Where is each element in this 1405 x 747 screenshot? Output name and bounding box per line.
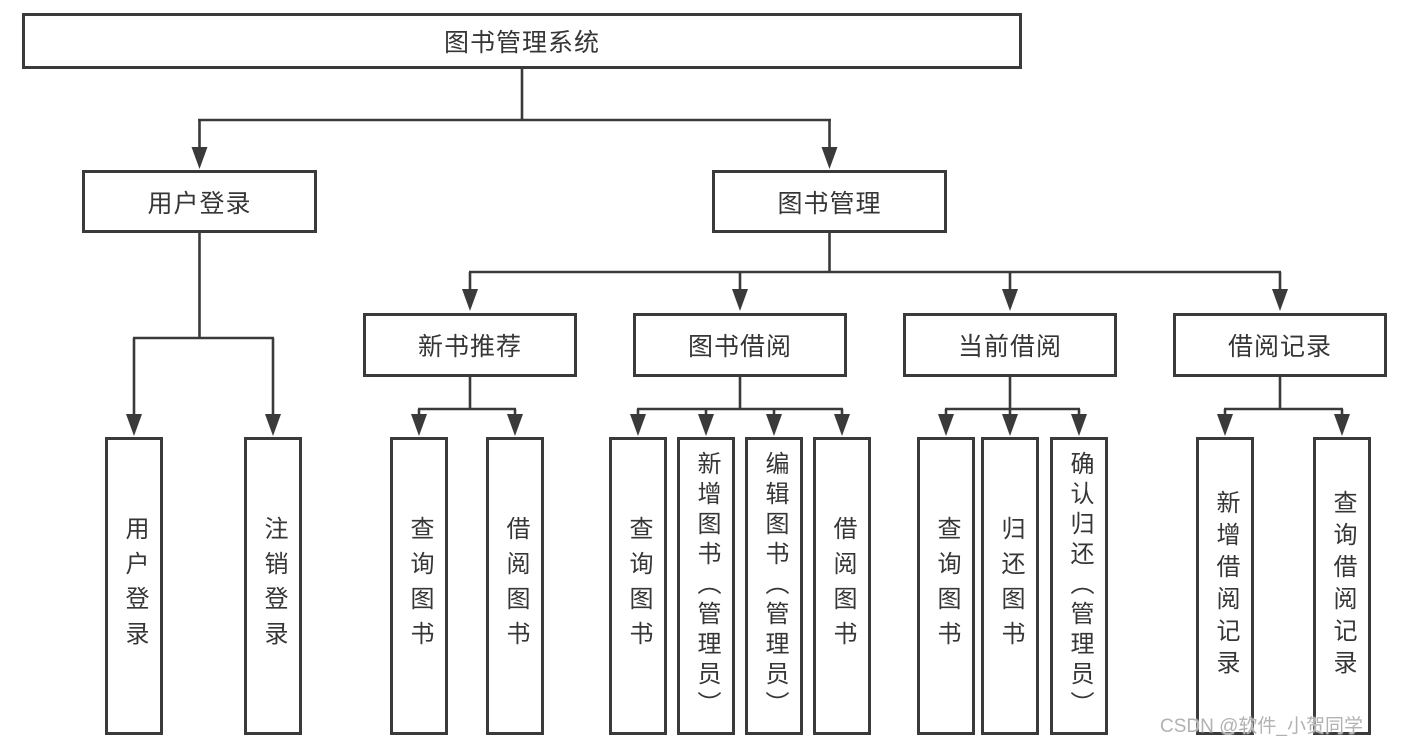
node-current-borrowing-label: 当前借阅 (957, 333, 1062, 361)
watermark: CSDN @软件_小贺同学 (1160, 716, 1363, 737)
leaf-borrow-books-1-label: 借阅图书 (502, 516, 529, 656)
node-book-management: 图书管理 (712, 170, 947, 233)
node-borrowing-records-label: 借阅记录 (1227, 333, 1332, 361)
leaf-borrow-books-1: 借阅图书 (486, 437, 544, 735)
leaf-query-borrowing-record: 查询借阅记录 (1313, 437, 1371, 735)
node-book-borrowing: 图书借阅 (633, 313, 847, 377)
leaf-query-books-1: 查询图书 (390, 437, 448, 735)
leaf-return-books: 归还图书 (981, 437, 1039, 735)
leaf-edit-books-admin-label: 编辑图书（管理员） (761, 451, 788, 721)
leaf-logout-label: 注销登录 (260, 516, 287, 656)
leaf-query-books-2-label: 查询图书 (625, 516, 652, 656)
node-borrowing-records: 借阅记录 (1173, 313, 1387, 377)
node-new-book-recommendation: 新书推荐 (363, 313, 577, 377)
node-root-label: 图书管理系统 (443, 29, 600, 57)
node-current-borrowing: 当前借阅 (903, 313, 1117, 377)
leaf-user-login-label: 用户登录 (121, 516, 148, 656)
leaf-confirm-return-admin: 确认归还（管理员） (1050, 437, 1108, 735)
leaf-query-books-3-label: 查询图书 (933, 516, 960, 656)
leaf-add-borrowing-record-label: 新增借阅记录 (1212, 490, 1239, 682)
leaf-add-books-admin-label: 新增图书（管理员） (693, 451, 720, 721)
node-user-login-label: 用户登录 (147, 189, 252, 218)
leaf-edit-books-admin: 编辑图书（管理员） (745, 437, 803, 735)
leaf-query-books-1-label: 查询图书 (406, 516, 433, 656)
leaf-confirm-return-admin-label: 确认归还（管理员） (1066, 451, 1093, 721)
leaf-user-login: 用户登录 (105, 437, 163, 735)
leaf-query-books-2: 查询图书 (609, 437, 667, 735)
node-new-book-recommendation-label: 新书推荐 (417, 333, 522, 361)
node-user-login: 用户登录 (82, 170, 317, 233)
leaf-borrow-books-2: 借阅图书 (813, 437, 871, 735)
leaf-add-borrowing-record: 新增借阅记录 (1196, 437, 1254, 735)
leaf-logout: 注销登录 (244, 437, 302, 735)
node-book-borrowing-label: 图书借阅 (687, 333, 792, 361)
leaf-return-books-label: 归还图书 (997, 516, 1024, 656)
node-book-management-label: 图书管理 (777, 189, 882, 218)
leaf-borrow-books-2-label: 借阅图书 (829, 516, 856, 656)
leaf-add-books-admin: 新增图书（管理员） (677, 437, 735, 735)
leaf-query-borrowing-record-label: 查询借阅记录 (1329, 490, 1356, 682)
node-root: 图书管理系统 (22, 13, 1022, 69)
leaf-query-books-3: 查询图书 (917, 437, 975, 735)
